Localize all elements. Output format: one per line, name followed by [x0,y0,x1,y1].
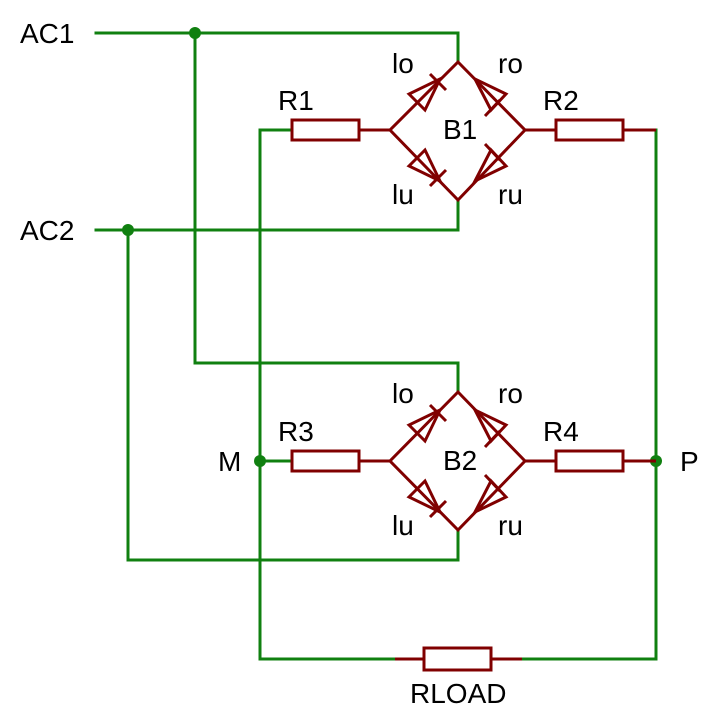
net-label-ac1: AC1 [20,18,74,49]
resistor-label-r3: R3 [278,416,314,447]
resistor-r1 [290,118,390,142]
resistor-r3 [290,449,390,473]
bridge-b1 [387,59,528,203]
resistor-label-r4: R4 [543,416,579,447]
labels: AC1 AC2 M P R1 R2 R3 R4 RLOAD B1 lo ro l… [20,18,699,709]
resistors [290,118,656,672]
diode-label-b2-ru: ru [498,510,523,541]
diode-label-b2-lu: lu [392,510,414,541]
junction-ac2 [122,224,134,236]
diode-b1-lu [406,147,448,188]
net-label-m: M [218,446,241,477]
bridge-b1-outline [387,59,528,203]
bridge-label-b1: B1 [443,114,477,145]
net-label-p: P [680,446,699,477]
diode-b1-ru [471,142,509,185]
diode-b2-lu [406,478,448,519]
diode-b2-ru [471,473,509,516]
resistor-r2 [525,118,656,142]
wire-r1-to-m-to-rload [258,128,397,661]
diode-label-b2-ro: ro [498,378,523,409]
diode-b1-lo [406,72,448,113]
bridge-label-b2: B2 [443,445,477,476]
diode-b1-ro [471,75,509,118]
net-label-ac2: AC2 [20,215,74,246]
resistor-r4 [525,449,656,473]
resistor-label-rload: RLOAD [410,678,506,709]
junction-m [254,455,266,467]
diode-b2-ro [471,406,509,449]
wire-ac2-to-b1-bottom [94,198,460,232]
wire-ac1-to-b2-top [193,31,460,394]
wire-ac1-to-b1-top [94,31,460,64]
bridge-b2-outline [387,389,528,533]
wire-r2-to-p-to-rload [520,128,658,661]
diode-label-b1-lo: lo [392,48,414,79]
diode-label-b1-ro: ro [498,48,523,79]
diode-label-b1-ru: ru [498,179,523,210]
wires [94,31,658,661]
diode-b2-lo [406,403,448,444]
resistor-label-r2: R2 [543,85,579,116]
wire-ac2-to-b2-bottom [126,228,460,562]
resistor-rload [395,646,522,672]
bridge-b2 [387,389,528,533]
junction-ac1 [189,27,201,39]
diode-label-b1-lu: lu [392,179,414,210]
resistor-label-r1: R1 [278,85,314,116]
diode-label-b2-lo: lo [392,378,414,409]
